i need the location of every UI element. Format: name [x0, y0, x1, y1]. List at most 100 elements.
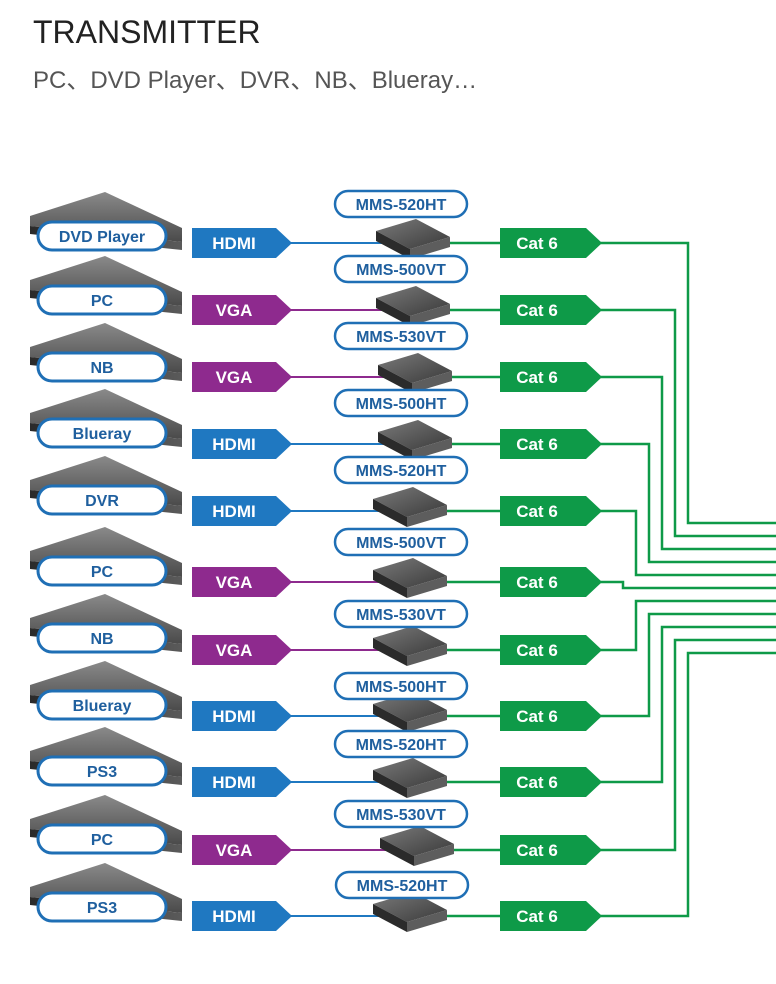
cable-tag: [500, 701, 602, 731]
model-label: MMS-520HT: [356, 463, 447, 480]
box-front: [373, 570, 407, 598]
cable-label: Cat 6: [516, 573, 558, 592]
model-label: MMS-530VT: [356, 607, 446, 624]
transmitter-box: [373, 892, 447, 932]
signal-tag: [192, 767, 292, 797]
box-top: [378, 420, 452, 450]
box-front: [380, 838, 414, 866]
model-pill-border: [333, 527, 469, 557]
cable-label: Cat 6: [516, 301, 558, 320]
device-label-pill: [36, 689, 168, 721]
box-side: [407, 505, 447, 527]
transmitter-box: [378, 353, 452, 393]
box-side: [407, 776, 447, 798]
device-label-pill: [36, 484, 168, 516]
signal-tag: [192, 228, 292, 258]
source-device: PC: [30, 795, 182, 855]
transmitter-box: [373, 558, 447, 598]
model-pill-border: [333, 799, 469, 829]
box-front: [376, 298, 410, 326]
model-pill: MMS-520HT: [334, 870, 470, 900]
cable-label: Cat 6: [516, 435, 558, 454]
source-device: Blueray: [30, 661, 182, 721]
box-side: [412, 371, 452, 393]
model-pill: MMS-500VT: [333, 527, 469, 557]
box-side: [407, 644, 447, 666]
cable-tag: [500, 567, 602, 597]
box-top: [373, 892, 447, 922]
model-label: MMS-520HT: [357, 878, 448, 895]
box-top: [373, 487, 447, 517]
cable-label: Cat 6: [516, 907, 558, 926]
page-title: TRANSMITTER: [33, 14, 261, 50]
signal-label: HDMI: [212, 435, 255, 454]
box-front: [373, 704, 407, 732]
model-pill: MMS-520HT: [333, 189, 469, 219]
device-label-pill: [36, 351, 168, 383]
signal-tag: [192, 701, 292, 731]
model-label: MMS-500HT: [356, 396, 447, 413]
cat6-wire: [440, 638, 776, 852]
cat6-wire: [433, 651, 776, 918]
source-device: NB: [30, 323, 182, 383]
cable-tag: [500, 635, 602, 665]
cable-tag: [500, 835, 602, 865]
model-pill: MMS-520HT: [333, 729, 469, 759]
transmitter-box: [373, 487, 447, 527]
device-label-pill: [36, 823, 168, 855]
cable-tag: [500, 228, 602, 258]
box-front: [376, 231, 410, 259]
device-label: PC: [91, 832, 114, 849]
signal-label: VGA: [216, 841, 253, 860]
model-pill-border: [333, 254, 469, 284]
cat6-wire: [438, 442, 776, 564]
box-top: [376, 286, 450, 316]
model-pill-border: [333, 455, 469, 485]
model-label: MMS-500VT: [356, 262, 446, 279]
device-label-pill: [36, 622, 168, 654]
model-pill-border: [333, 388, 469, 418]
cat6-wire: [433, 580, 776, 590]
box-front: [378, 365, 412, 393]
device-label: PS3: [87, 764, 117, 781]
box-side: [414, 844, 454, 866]
signal-label: VGA: [216, 573, 253, 592]
cable-label: Cat 6: [516, 707, 558, 726]
box-side: [407, 710, 447, 732]
cat6-wire: [433, 599, 776, 652]
model-label: MMS-500VT: [356, 535, 446, 552]
model-pill-border: [333, 671, 469, 701]
source-device: NB: [30, 594, 182, 654]
device-label-pill: [36, 555, 168, 587]
signal-tag: [192, 362, 292, 392]
box-top: [376, 219, 450, 249]
cat6-wire: [433, 509, 776, 577]
device-label: PC: [91, 293, 114, 310]
signal-tag: [192, 901, 292, 931]
box-side: [410, 304, 450, 326]
transmitter-box: [373, 758, 447, 798]
box-side: [412, 438, 452, 460]
transmitter-box: [376, 286, 450, 326]
signal-tag: [192, 295, 292, 325]
model-pill-border: [334, 870, 470, 900]
model-label: MMS-530VT: [356, 807, 446, 824]
box-top: [378, 353, 452, 383]
model-pill-border: [333, 189, 469, 219]
signal-label: HDMI: [212, 907, 255, 926]
device-label-pill: [36, 417, 168, 449]
box-top: [373, 758, 447, 788]
model-pill: MMS-520HT: [333, 455, 469, 485]
model-pill-border: [333, 729, 469, 759]
device-label-pill: [36, 284, 168, 316]
device-label: Blueray: [73, 426, 132, 443]
cable-label: Cat 6: [516, 641, 558, 660]
device-label-pill: [36, 755, 168, 787]
device-label: NB: [90, 360, 113, 377]
source-device: PC: [30, 527, 182, 587]
device-label: DVR: [85, 493, 119, 510]
source-device: PC: [30, 256, 182, 316]
box-front: [373, 499, 407, 527]
model-pill: MMS-500HT: [333, 671, 469, 701]
